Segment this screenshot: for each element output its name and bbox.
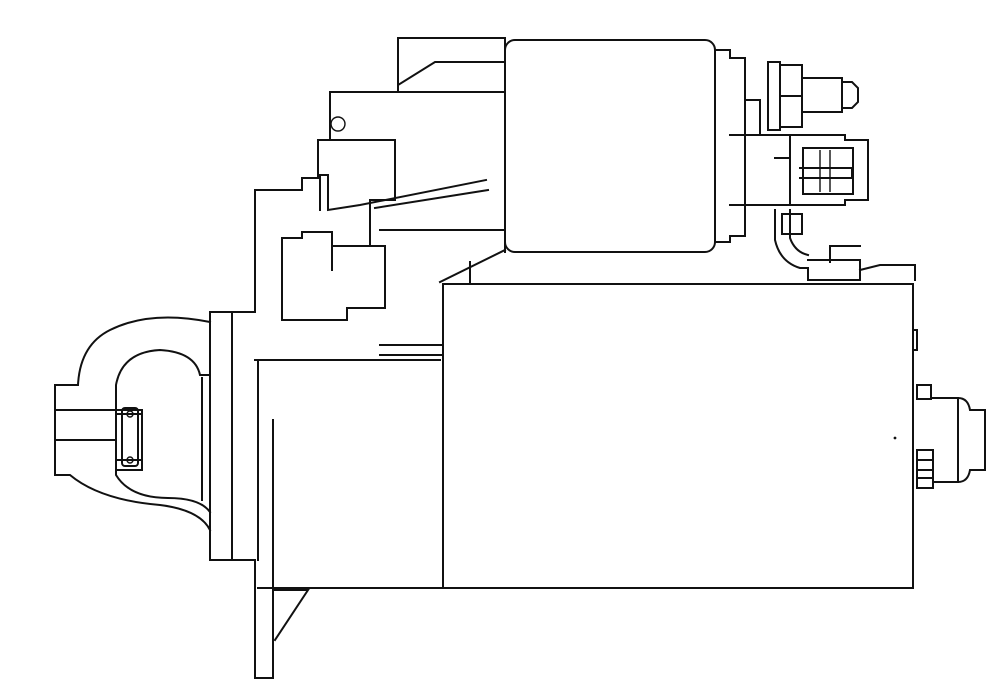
- drive-end-nose: [54, 311, 233, 561]
- terminal-block: [281, 231, 386, 321]
- pinion-gear: [117, 407, 143, 467]
- battery-terminal-stud: [767, 61, 859, 131]
- mounting-flange: [231, 37, 506, 679]
- connecting-strap: [774, 209, 916, 281]
- spade-connector: [774, 134, 869, 206]
- motor-housing: [257, 283, 918, 589]
- rear-end-fittings: [916, 384, 986, 489]
- solenoid-body: [504, 39, 716, 253]
- solenoid-bracket: [317, 61, 507, 284]
- solenoid-end-cap: [714, 49, 801, 243]
